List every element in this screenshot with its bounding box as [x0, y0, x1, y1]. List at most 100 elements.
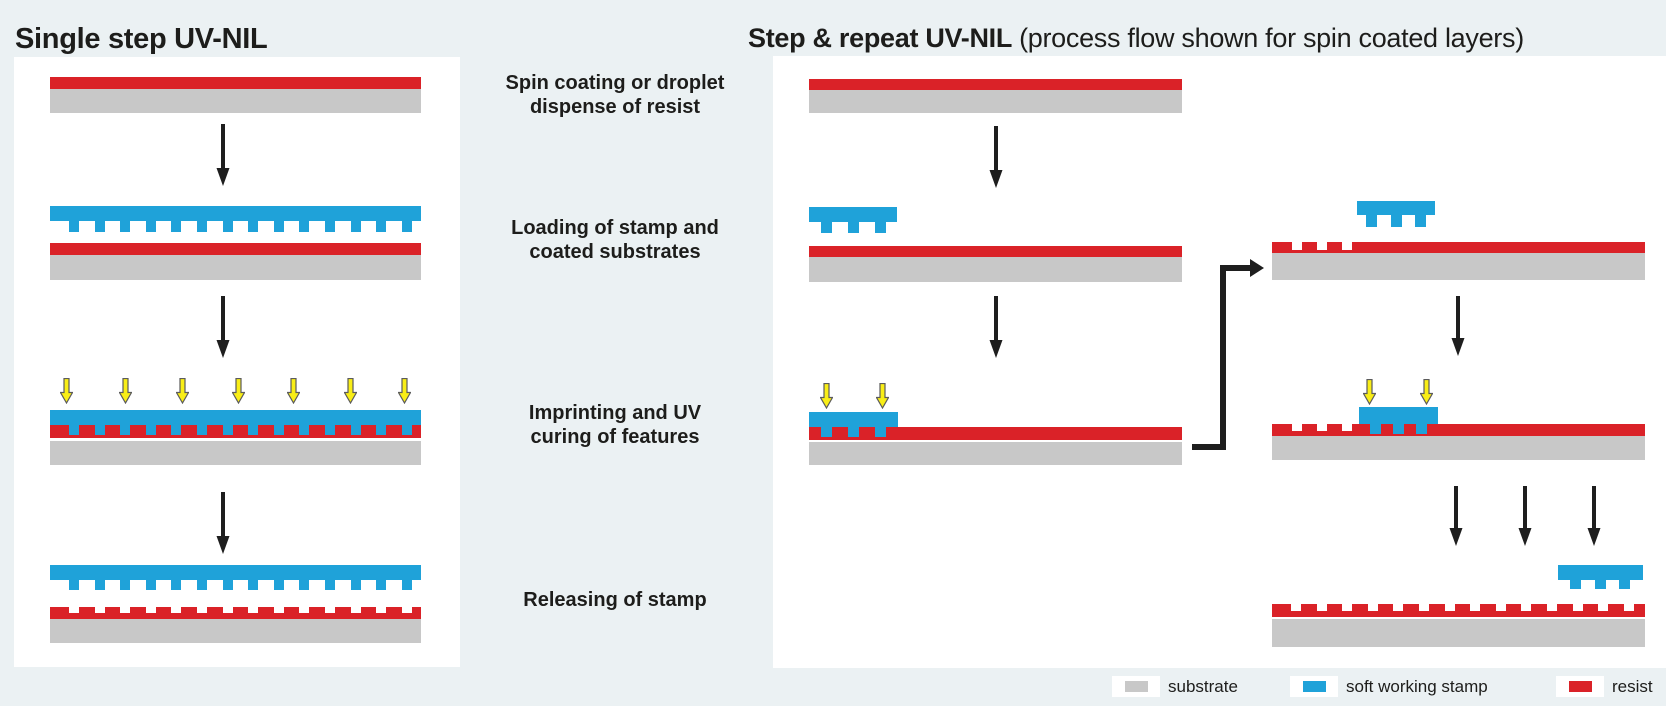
- stamp-tooth: [248, 580, 259, 590]
- patterned-resist: [1582, 604, 1599, 611]
- stamp-tooth: [145, 425, 156, 435]
- patterned-resist: [130, 607, 146, 613]
- stamp-tooth: [120, 580, 131, 590]
- legend-swatch-box: [1290, 676, 1338, 697]
- stamp-tooth: [197, 425, 207, 435]
- imprinted-notch: [1317, 424, 1327, 431]
- stamp-tooth: [248, 221, 259, 232]
- stamp-tooth: [350, 580, 361, 590]
- step-repeat-panel: [773, 56, 1666, 668]
- substrate-bar: [1272, 253, 1645, 280]
- patterned-resist: [411, 607, 421, 613]
- legend-label: soft working stamp: [1346, 676, 1488, 696]
- stamp-tooth: [171, 580, 182, 590]
- stamp-body: [1357, 201, 1435, 215]
- uv-arrow-icon: [1362, 379, 1376, 405]
- patterned-resist: [1377, 604, 1394, 611]
- step-label-loading: Loading of stamp and coated substrates: [455, 216, 775, 264]
- substrate-swatch-icon: [1124, 681, 1148, 692]
- legend-item-stamp: soft working stamp: [1290, 676, 1488, 697]
- stamp-tooth: [1393, 424, 1404, 434]
- stamp-tooth: [350, 221, 361, 232]
- step-label-line: Releasing of stamp: [523, 589, 707, 611]
- patterned-resist: [50, 607, 69, 613]
- step-label-line: dispense of resist: [529, 96, 701, 118]
- down-arrow-icon: [989, 126, 1003, 188]
- step-label-imprinting: Imprinting and UV curing of features: [455, 401, 775, 449]
- stamp-tooth: [222, 425, 233, 435]
- patterned-resist: [335, 607, 351, 613]
- stamp-tooth: [299, 580, 310, 590]
- stamp-tooth: [69, 425, 79, 435]
- stamp-tooth: [299, 425, 310, 435]
- patterned-resist: [386, 607, 402, 613]
- down-arrow-icon: [989, 296, 1003, 358]
- patterned-resist: [1352, 604, 1368, 611]
- patterned-resist: [1326, 604, 1343, 611]
- stamp-tooth: [145, 580, 156, 590]
- patterned-resist: [1429, 604, 1445, 611]
- stamp-tooth: [848, 427, 859, 437]
- stamp-tooth: [197, 221, 207, 232]
- resist-layer: [809, 79, 1182, 90]
- stamp-tooth: [94, 580, 105, 590]
- stamp-body: [50, 410, 421, 425]
- left-panel-title: Single step UV-NIL: [15, 23, 268, 56]
- stamp-tooth: [1570, 580, 1581, 589]
- repeat-arrow-segment: [1192, 444, 1226, 450]
- stamp-tooth: [848, 222, 859, 233]
- stamp-tooth: [875, 222, 886, 233]
- resist-swatch-icon: [1568, 681, 1592, 692]
- stamp-tooth: [94, 425, 105, 435]
- right-panel-title-bold: Step & repeat UV-NIL: [748, 23, 1013, 54]
- patterned-resist: [1272, 604, 1291, 611]
- patterned-resist: [1301, 604, 1317, 611]
- uv-arrow-icon: [343, 378, 357, 404]
- patterned-resist: [232, 607, 249, 613]
- uv-arrow-icon: [819, 383, 833, 409]
- down-arrow-icon: [1587, 486, 1601, 546]
- stamp-tooth: [1415, 215, 1426, 227]
- stamp-tooth: [171, 425, 182, 435]
- stamp-tooth: [401, 221, 412, 232]
- uv-arrow-icon: [875, 383, 889, 409]
- stamp-tooth: [222, 580, 233, 590]
- stamp-tooth: [222, 221, 233, 232]
- step-label-line: Spin coating or droplet: [505, 72, 725, 94]
- stamp-body: [50, 206, 421, 221]
- uv-arrow-icon: [1419, 379, 1433, 405]
- stamp-tooth: [401, 425, 412, 435]
- stamp-tooth: [248, 425, 259, 435]
- patterned-resist: [360, 607, 377, 613]
- substrate-bar: [50, 619, 421, 643]
- substrate-bar: [809, 442, 1182, 465]
- legend-swatch-box: [1556, 676, 1604, 697]
- resist-layer: [1272, 242, 1645, 253]
- stamp-tooth: [1619, 580, 1630, 589]
- resist-layer: [50, 243, 421, 255]
- repeat-arrow-segment: [1220, 265, 1226, 450]
- step-label-line: Loading of stamp and: [511, 217, 719, 239]
- patterned-resist: [1531, 604, 1547, 611]
- patterned-resist: [309, 607, 325, 613]
- patterned-resist: [283, 607, 300, 613]
- stamp-tooth: [376, 221, 387, 232]
- uv-arrow-icon: [231, 378, 245, 404]
- stamp-tooth: [376, 425, 387, 435]
- step-label-line: curing of features: [530, 426, 700, 448]
- down-arrow-icon: [1518, 486, 1532, 546]
- stamp-tooth: [94, 221, 105, 232]
- uv-arrow-icon: [59, 378, 73, 404]
- stamp-swatch-icon: [1302, 681, 1326, 692]
- resist-layer: [50, 77, 421, 89]
- stamp-tooth: [325, 425, 335, 435]
- legend-label: resist: [1612, 676, 1653, 696]
- stamp-tooth: [69, 221, 79, 232]
- patterned-resist: [1608, 604, 1624, 611]
- stamp-tooth: [273, 425, 284, 435]
- patterned-resist: [258, 607, 274, 613]
- patterned-resist: [1454, 604, 1471, 611]
- resist-layer: [50, 425, 421, 438]
- patterned-resist: [79, 607, 95, 613]
